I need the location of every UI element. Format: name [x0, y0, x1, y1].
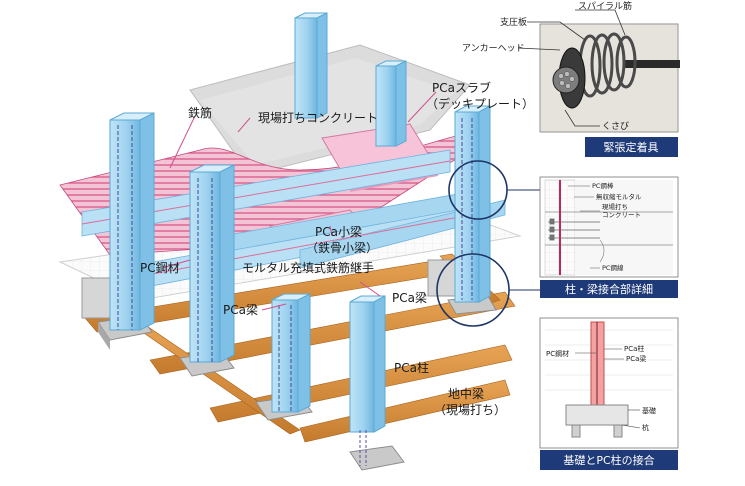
ground-beam-2 [149, 291, 516, 375]
pc-steel-tendons [117, 118, 473, 412]
label-pca-slab: PCaスラブ [432, 80, 491, 95]
label-pca-beam-left: PCa梁 [223, 302, 258, 317]
foundation-label-pca-column: PCa柱 [624, 344, 644, 353]
anchor-tendon [625, 60, 680, 68]
label-pca-small-beam: PCa小梁 [315, 224, 362, 239]
anchor-caption-box [585, 137, 678, 157]
label-pca-column: PCa柱 [394, 360, 429, 375]
pca-columns [109, 12, 491, 466]
anchor-label-wedge: くさび [602, 121, 629, 132]
anchor-label-bearing-plate: 支圧板 [500, 16, 527, 28]
joint-label-cip-concrete-2: コンクリート [602, 211, 641, 219]
label-pca-beam-center: PCa梁 [392, 290, 427, 305]
joint-caption-box [540, 280, 678, 298]
foundation-label-pile: 杭 [642, 423, 649, 432]
label-pca-small-beam-sub: （鉄骨小梁） [306, 240, 378, 255]
label-foundation-beam-sub: （現場打ち） [434, 403, 506, 417]
foundation-panel: PC鋼材 PCa柱 PCa梁 基礎 杭 基礎とPC柱の接合 [539, 317, 679, 470]
label-foundation-beam: 地中梁 [448, 386, 484, 401]
foundation-label-pca-beam: PCa梁 [626, 354, 646, 363]
label-pc-steel: PC鋼材 [140, 261, 180, 275]
label-cast-in-place-concrete: 現場打ちコンクリート [258, 111, 378, 125]
standalone-pca-column [349, 301, 375, 433]
joint-panel: PC鋼棒 無収縮モルタル 現場打ち コンクリート PC鋼線 柱・梁接合部詳細 [539, 176, 679, 298]
joint-label-pc-steel-wire: PC鋼線 [602, 263, 624, 272]
anchor-label-anchor-head: アンカーヘッド [462, 43, 525, 54]
label-rebar: 鉄筋 [188, 105, 212, 120]
joint-caption: 柱・梁接合部詳細 [565, 282, 653, 296]
joint-label-non-shrink-mortar: 無収縮モルタル [596, 192, 642, 201]
anchor-label-spiral: スパイラル筋 [578, 0, 632, 12]
anchor-head-icon [552, 66, 580, 94]
foundation-label-pc-steel: PC鋼材 [546, 349, 569, 358]
foundation-caption: 基礎とPC柱の接合 [563, 453, 654, 467]
anchor-caption: 緊張定着具 [604, 140, 659, 154]
pca-beams [81, 149, 506, 293]
foundation-caption-box [540, 450, 678, 470]
anchor-panel: スパイラル筋 支圧板 アンカーヘッド くさび 緊張定着具 [462, 0, 680, 157]
joint-label-pc-steel-bar: PC鋼棒 [592, 181, 614, 190]
foundation-footing [565, 404, 629, 426]
joint-label-cip-concrete-1: 現場打ち [602, 202, 628, 211]
label-pca-slab-sub: （デッキプレート） [426, 96, 534, 111]
label-mortar-sleeve: モルタル充填式鉄筋継手 [242, 260, 374, 275]
foundation-label-foundation: 基礎 [642, 406, 656, 415]
leader-lines [161, 91, 437, 311]
